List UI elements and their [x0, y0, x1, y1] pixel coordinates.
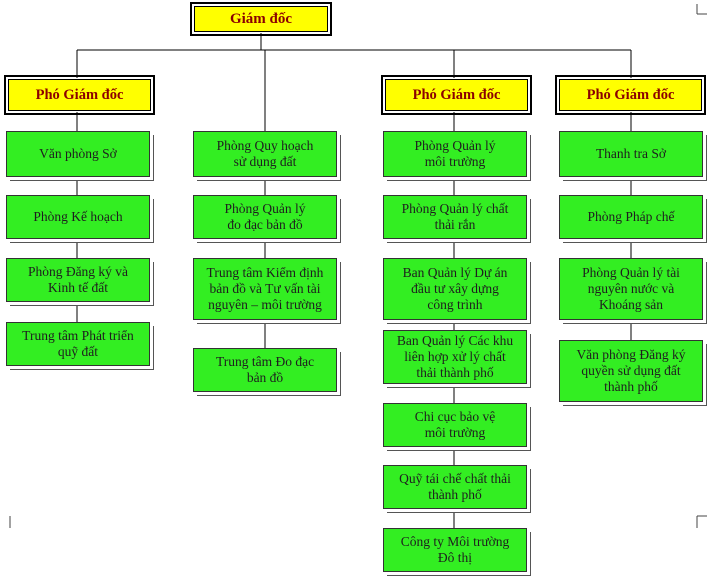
director-box: Giám đốc	[190, 2, 332, 36]
unit-label: Phòng Quản lý môi trường	[414, 138, 496, 169]
unit-label: Phòng Quản lý tài nguyên nước và Khoáng …	[582, 265, 680, 312]
unit-box: Văn phòng Sở	[6, 131, 150, 177]
unit-label: Chi cục bảo vệ môi trường	[414, 409, 496, 440]
unit-label: Phòng Quản lý chất thải rắn	[401, 201, 509, 232]
unit-box: Quỹ tái chế chất thải thành phố	[383, 465, 527, 509]
unit-label: Phòng Quản lý đo đạc bản đồ	[224, 201, 306, 232]
unit-label: Quỹ tái chế chất thải thành phố	[399, 471, 511, 502]
unit-box: Ban Quản lý Các khu liên hợp xử lý chất …	[383, 330, 527, 384]
unit-box: Trung tâm Đo đạc bản đồ	[193, 348, 337, 392]
unit-box: Phòng Kế hoạch	[6, 195, 150, 239]
unit-box: Trung tâm Phát triển quỹ đất	[6, 322, 150, 366]
unit-box: Phòng Quy hoạch sử dụng đất	[193, 131, 337, 177]
unit-label: Công ty Môi trường Đô thị	[400, 534, 510, 565]
unit-box: Thanh tra Sở	[559, 131, 703, 177]
deputy-director-label: Phó Giám đốc	[412, 87, 501, 103]
unit-box: Chi cục bảo vệ môi trường	[383, 403, 527, 447]
unit-box: Phòng Quản lý chất thải rắn	[383, 195, 527, 239]
unit-box: Phòng Quản lý môi trường	[383, 131, 527, 177]
unit-box: Phòng Quản lý đo đạc bản đồ	[193, 195, 337, 239]
deputy-director-label: Phó Giám đốc	[35, 87, 124, 103]
unit-label: Phòng Pháp chế	[587, 209, 675, 224]
unit-label: Phòng Kế hoạch	[33, 209, 123, 224]
unit-box: Ban Quản lý Dự án đầu tư xây dựng công t…	[383, 258, 527, 320]
deputy-director-box-3: Phó Giám đốc	[555, 75, 706, 115]
unit-box: Phòng Quản lý tài nguyên nước và Khoáng …	[559, 258, 703, 320]
unit-label: Thanh tra Sở	[595, 146, 667, 161]
unit-label: Ban Quản lý Các khu liên hợp xử lý chất …	[396, 333, 514, 380]
unit-label: Trung tâm Đo đạc bản đồ	[215, 354, 315, 385]
unit-box: Văn phòng Đăng ký quyền sử dụng đất thàn…	[559, 340, 703, 402]
unit-label: Phòng Quy hoạch sử dụng đất	[216, 138, 314, 169]
deputy-director-label: Phó Giám đốc	[586, 87, 675, 103]
unit-box: Công ty Môi trường Đô thị	[383, 528, 527, 572]
deputy-director-box-2: Phó Giám đốc	[381, 75, 532, 115]
unit-label: Văn phòng Đăng ký quyền sử dụng đất thàn…	[576, 347, 686, 394]
director-label: Giám đốc	[229, 11, 293, 27]
unit-label: Trung tâm Phát triển quỹ đất	[22, 328, 134, 359]
unit-box: Trung tâm Kiểm định bản đồ và Tư vấn tài…	[193, 258, 337, 320]
unit-label: Phòng Đăng ký và Kinh tế đất	[27, 264, 129, 295]
unit-box: Phòng Đăng ký và Kinh tế đất	[6, 258, 150, 302]
deputy-director-box-1: Phó Giám đốc	[4, 75, 155, 115]
unit-label: Ban Quản lý Dự án đầu tư xây dựng công t…	[402, 265, 508, 312]
unit-label: Văn phòng Sở	[39, 146, 117, 161]
unit-box: Phòng Pháp chế	[559, 195, 703, 239]
unit-label: Trung tâm Kiểm định bản đồ và Tư vấn tài…	[206, 265, 324, 312]
